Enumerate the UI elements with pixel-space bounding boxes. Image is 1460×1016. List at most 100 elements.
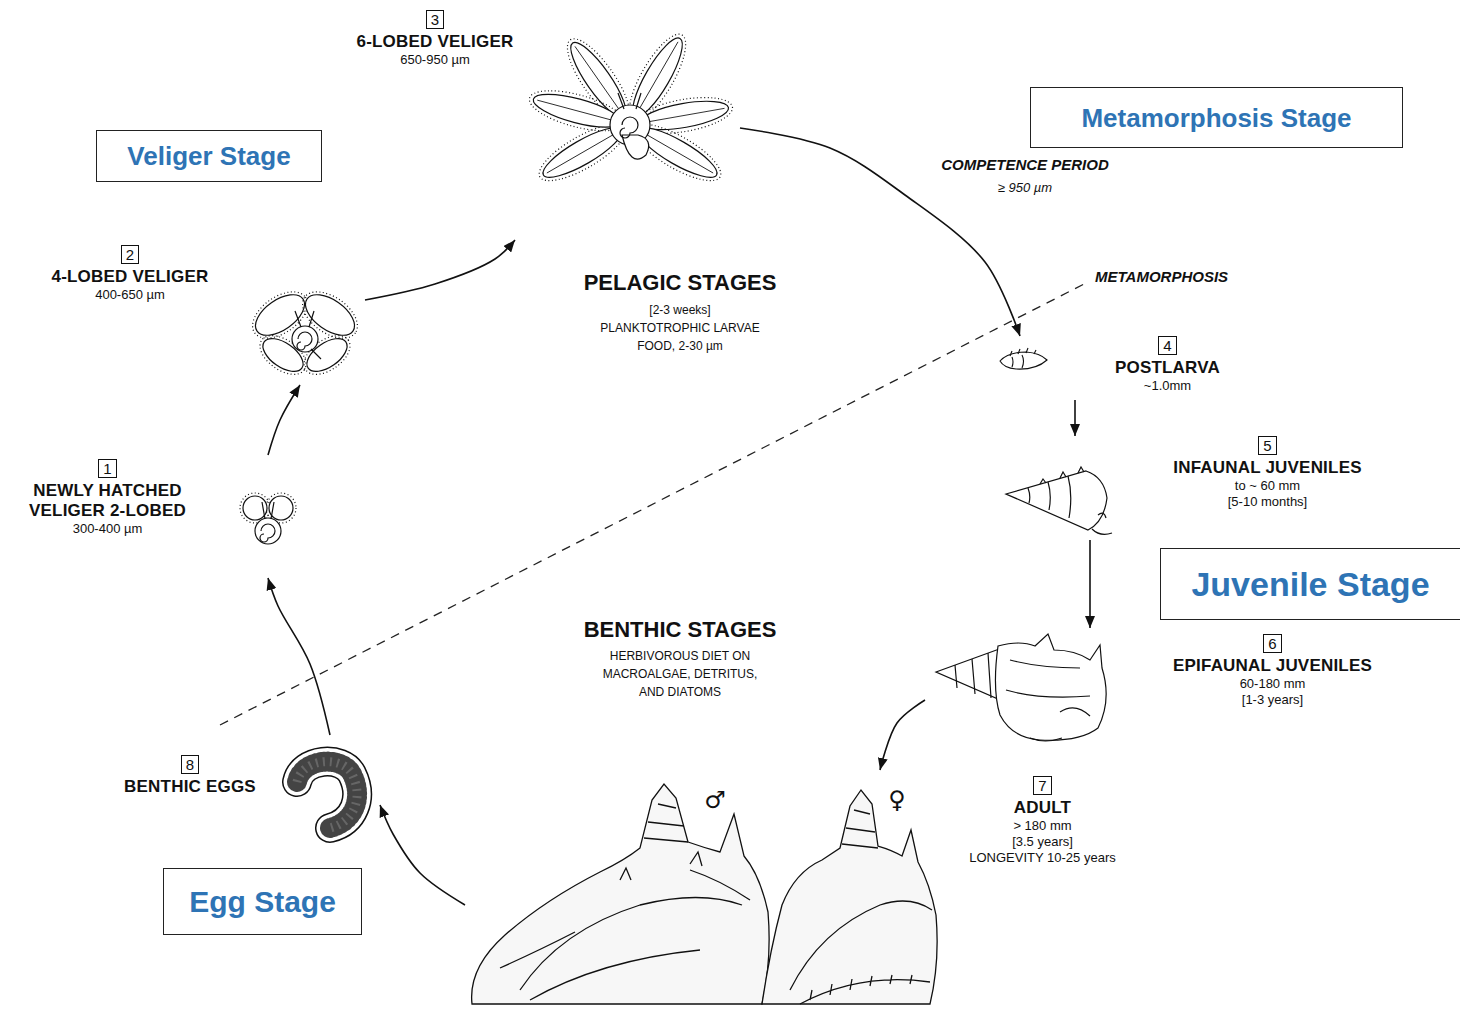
stage-title: Metamorphosis Stage (1081, 103, 1351, 133)
veliger-4-lobed-figure-part (297, 332, 312, 350)
infaunal-juvenile-figure-part (1006, 471, 1107, 530)
life-stage: 3 6-LOBED VELIGER650-950 µm (330, 5, 740, 240)
infaunal-juvenile-figure-part (1092, 513, 1112, 534)
veliger-4-lobed-figure (244, 282, 365, 382)
stage-label: 6EPIFAUNAL JUVENILES60-180 mm[1-3 years] (1125, 634, 1420, 708)
stage-name: NEWLY HATCHED VELIGER 2-LOBED (5, 481, 210, 521)
stage-detail: LONGEVITY 10-25 years (945, 850, 1140, 866)
lifecycle-arrow (880, 700, 925, 770)
stage-name: POSTLARVA (1085, 358, 1250, 378)
benthic-egg-mass-figure-part (297, 762, 357, 828)
lifecycle-arrow (268, 578, 330, 735)
infaunal-juvenile-figure-part (1028, 476, 1071, 518)
infaunal-juvenile-figure-part (1040, 467, 1084, 484)
stage-title: Veliger Stage (127, 141, 290, 171)
stage-detail: to ~ 60 mm (1115, 478, 1420, 494)
epifaunal-juvenile-figure-part (955, 653, 991, 698)
phase-size: ≥ 950 µm (925, 180, 1125, 196)
lifecycle-arrow (1074, 400, 1076, 436)
life-stage: 7ADULT> 180 mm[3.5 years]LONGEVITY 10-25… (465, 770, 1140, 1010)
veliger-4-lobed-figure-part (292, 326, 318, 352)
region-note: [2-3 weeks] (530, 303, 830, 317)
epifaunal-juvenile-figure-part (995, 634, 1106, 740)
stage-detail: 650-950 µm (330, 52, 540, 68)
postlarva-figure-part (1012, 355, 1024, 368)
stage-label: 2 4-LOBED VELIGER400-650 µm (15, 245, 245, 303)
veliger-6-lobed-figure-part (618, 93, 641, 109)
life-stage: 1NEWLY HATCHED VELIGER 2-LOBED300-400 µm (5, 455, 305, 578)
region-heading: BENTHIC STAGES (530, 617, 830, 643)
region-note: HERBIVOROUS DIET ON (530, 649, 830, 663)
region-note: FOOD, 2-30 µm (530, 339, 830, 353)
callout-number: 4 (1158, 336, 1176, 355)
stage-box: Egg Stage (163, 868, 362, 935)
adult-pair-figure-part (790, 901, 932, 1004)
postlarva-figure (1000, 348, 1047, 369)
stage-detail: ~1.0mm (1085, 378, 1250, 394)
adult-pair-figure-part (762, 790, 937, 1004)
benthic-egg-mass-figure (297, 762, 357, 828)
stage-label: 4POSTLARVA~1.0mm (1085, 336, 1250, 394)
phase-note: COMPETENCE PERIOD (925, 156, 1125, 174)
veliger-2-lobed-figure (240, 493, 296, 544)
life-stage: 5INFAUNAL JUVENILESto ~ 60 mm[5-10 month… (1000, 436, 1420, 540)
veliger-6-lobed-figure-part (537, 100, 614, 121)
stage-detail: 300-400 µm (5, 521, 210, 537)
veliger-6-lobed-figure-part (620, 117, 638, 138)
life-stage: 8BENTHIC EGGS (95, 735, 380, 838)
divider-label: METAMORPHOSIS (1095, 268, 1315, 286)
lifecycle-arrow (380, 805, 465, 905)
stage-name: 4-LOBED VELIGER (15, 267, 245, 287)
stage-box: Metamorphosis Stage (1030, 87, 1403, 148)
region-note: MACROALGAE, DETRITUS, (530, 667, 830, 681)
epifaunal-juvenile-figure (936, 634, 1106, 741)
callout-number: 5 (1258, 436, 1276, 455)
stage-box: Juvenile Stage (1160, 548, 1460, 620)
stage-detail: > 180 mm (945, 818, 1140, 834)
veliger-6-lobed-figure-part (644, 133, 713, 173)
stage-title: Egg Stage (189, 884, 336, 919)
adult-pair-figure-part (842, 810, 878, 848)
stage-detail: [1-3 years] (1125, 692, 1420, 708)
lifecycle-arrow (268, 385, 300, 455)
veliger-2-lobed-figure-part (262, 502, 274, 519)
infaunal-juvenile-figure (1006, 467, 1112, 534)
veliger-6-lobed-figure-part (547, 133, 616, 173)
stage-label: 1NEWLY HATCHED VELIGER 2-LOBED300-400 µm (5, 459, 210, 537)
sex-symbol: ♂ (700, 786, 730, 815)
sex-symbol: ♀ (882, 786, 912, 815)
benthic-egg-mass-figure-part (297, 762, 357, 828)
veliger-6-lobed-figure-part (646, 108, 725, 122)
epifaunal-juvenile-figure-part (1006, 660, 1090, 716)
callout-number: 2 (121, 245, 139, 264)
stage-label: 5INFAUNAL JUVENILESto ~ 60 mm[5-10 month… (1115, 436, 1420, 510)
adult-pair-figure-part (644, 804, 688, 842)
stage-name: 6-LOBED VELIGER (330, 32, 540, 52)
region-heading: PELAGIC STAGES (530, 270, 830, 296)
stage-label: 3 6-LOBED VELIGER650-950 µm (330, 10, 540, 68)
stage-detail: [5-10 months] (1115, 494, 1420, 510)
callout-number: 6 (1263, 634, 1281, 653)
stage-detail: 60-180 mm (1125, 676, 1420, 692)
veliger-6-lobed-figure-part (622, 135, 649, 159)
callout-number: 7 (1033, 776, 1051, 795)
stage-detail: 400-650 µm (15, 287, 245, 303)
callout-number: 8 (181, 755, 199, 774)
stage-title: Juvenile Stage (1191, 565, 1429, 604)
stage-detail: [3.5 years] (945, 834, 1140, 850)
adult-pair-figure-part (620, 852, 702, 880)
stage-name: BENTHIC EGGS (95, 777, 285, 797)
epifaunal-juvenile-figure-part (1030, 738, 1062, 741)
callout-number: 1 (98, 459, 116, 478)
life-stage: 2 4-LOBED VELIGER400-650 µm (15, 245, 365, 385)
veliger-4-lobed-figure-part (295, 311, 321, 359)
benthic-egg-mass-figure-part (297, 762, 357, 828)
stage-label: 7ADULT> 180 mm[3.5 years]LONGEVITY 10-25… (945, 776, 1140, 866)
veliger-6-lobed-figure-part (530, 88, 623, 134)
region-note: AND DIATOMS (530, 685, 830, 699)
lifecycle-arrow (1089, 540, 1091, 628)
callout-number: 3 (426, 10, 444, 29)
benthic-egg-mass-figure-part (297, 762, 357, 828)
stage-label: 8BENTHIC EGGS (95, 755, 285, 797)
